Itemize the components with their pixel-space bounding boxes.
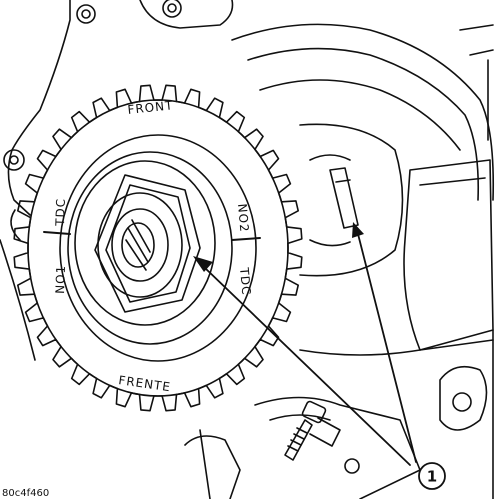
callout-number: 1 [427, 468, 437, 486]
callout-1: 1 [418, 462, 446, 490]
camshaft-end [299, 123, 404, 277]
sprocket-bolt [74, 160, 216, 326]
timing-mark-dividers [43, 231, 261, 241]
label-no1: NO1 [53, 265, 68, 295]
figure-id: 80c4f460 [2, 488, 49, 499]
label-tdc-right: TDC [237, 266, 253, 296]
label-front: FRONT [127, 98, 174, 117]
callout-leaders [204, 233, 417, 466]
camshaft-sprocket [13, 84, 303, 412]
stud-bolt [284, 400, 360, 474]
callout-arrowheads [193, 222, 364, 272]
label-tdc-left: TDC [53, 198, 68, 227]
label-no2: NO2 [235, 203, 251, 233]
